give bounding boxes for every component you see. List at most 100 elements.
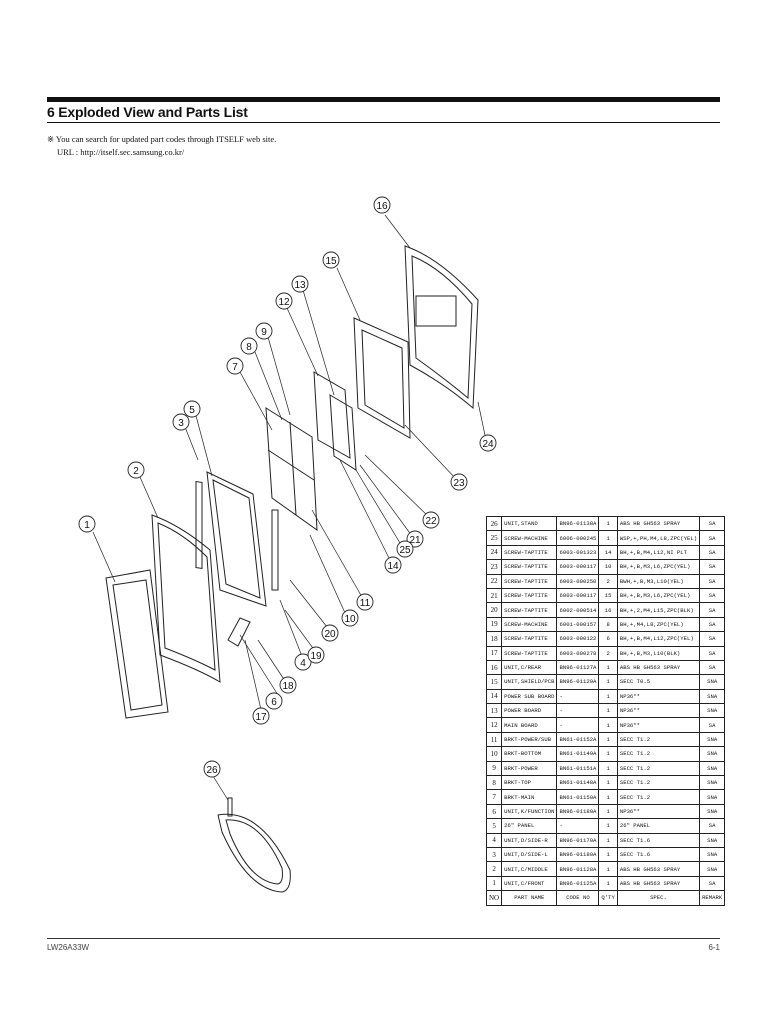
part-remark: SA — [699, 559, 726, 575]
callout-label: 24 — [482, 439, 494, 450]
part-no: 8 — [485, 775, 503, 791]
callout-label: 6 — [271, 697, 277, 708]
part-qty: 2 — [598, 573, 618, 589]
part-code: 6002-000514 — [556, 602, 600, 618]
part-rear-cover — [404, 245, 479, 410]
part-qty: 1 — [598, 875, 618, 892]
part-qty: 1 — [598, 846, 618, 863]
part-qty: 1 — [598, 515, 618, 532]
callout-23: 23 — [450, 473, 468, 491]
callout-label: 8 — [246, 342, 252, 353]
part-remark: SA — [699, 616, 726, 633]
part-no: 25 — [485, 530, 503, 546]
callout-12: 12 — [275, 292, 293, 310]
part-code: BN96-01127A — [556, 659, 600, 676]
part-name: MAIN BOARD — [501, 717, 558, 733]
part-code: - — [556, 688, 600, 705]
part-spec: ABS HB GH563 SPRAY — [616, 861, 701, 877]
part-spec: SECC T1.2 — [616, 760, 701, 777]
part-bracket-frame — [265, 407, 318, 532]
part-remark: SA — [699, 587, 726, 604]
part-no: 24 — [485, 544, 503, 561]
url-note: ※ You can search for updated part codes … — [47, 133, 276, 159]
part-code: BN61-01148A — [556, 775, 600, 791]
part-no: 26 — [485, 515, 503, 532]
part-code: BN96-01129A — [556, 674, 600, 690]
part-code: BN96-01138A — [556, 515, 600, 532]
callout-label: 13 — [294, 280, 306, 291]
part-spec: SECC T1.6 — [616, 846, 701, 863]
column-header: CODE NO — [556, 890, 600, 906]
part-no: 6 — [485, 803, 503, 820]
part-spec: NP36** — [616, 717, 701, 733]
part-spec: SECC T1.2 — [616, 789, 701, 805]
column-header: PART NAME — [501, 890, 558, 906]
part-spec: SECC T1.6 — [616, 832, 701, 848]
callout-label: 22 — [425, 516, 437, 527]
callout-18: 18 — [279, 676, 297, 694]
part-remark: SNA — [699, 832, 726, 848]
part-name: UNIT,C/MIDDLE — [501, 861, 558, 877]
section-title: 6 Exploded View and Parts List — [47, 104, 248, 120]
part-remark: SNA — [699, 703, 726, 719]
callout-label: 11 — [360, 598, 371, 609]
part-spec: SECC T1.2 — [616, 731, 701, 748]
callout-11: 11 — [356, 593, 374, 611]
part-side-brackets — [195, 480, 279, 591]
part-remark: SA — [699, 875, 726, 892]
callout-label: 2 — [133, 466, 139, 477]
part-no: 2 — [485, 861, 503, 877]
part-remark: SNA — [699, 803, 726, 820]
part-spec: NP36** — [616, 688, 701, 705]
callout-label: 20 — [324, 629, 336, 640]
callout-label: 26 — [206, 765, 218, 776]
callout-9: 9 — [255, 322, 273, 340]
part-qty: 1 — [598, 760, 618, 777]
part-spec: BH,+,B,M3,L10(BLK) — [616, 645, 701, 661]
part-remark: SA — [699, 515, 726, 532]
part-no: 18 — [485, 631, 503, 647]
part-spec: SECC T1.2 — [616, 775, 701, 791]
column-header: SPEC. — [616, 890, 701, 906]
part-code: BN61-01151A — [556, 760, 600, 777]
part-code: 6003-001323 — [556, 544, 600, 561]
part-code: 6003-000250 — [556, 573, 600, 589]
part-no: 12 — [485, 717, 503, 733]
part-name: BRKT-POWER/SUB — [501, 731, 558, 748]
part-qty: 10 — [598, 559, 618, 575]
callout-label: 7 — [232, 362, 238, 373]
callout-2: 2 — [127, 461, 145, 479]
callout-19: 19 — [307, 646, 325, 664]
callout-label: 25 — [399, 545, 411, 556]
part-spec: SECC T0.5 — [616, 674, 701, 690]
part-qty: 1 — [598, 818, 618, 834]
part-code: - — [556, 818, 600, 834]
part-no: 20 — [485, 602, 503, 618]
part-name: BRKT-BOTTOM — [501, 746, 558, 762]
callout-20: 20 — [321, 624, 339, 642]
part-panel — [206, 471, 267, 607]
callout-7: 7 — [226, 357, 244, 375]
part-qty: 1 — [598, 803, 618, 820]
part-remark: SNA — [699, 789, 726, 805]
part-code: 6003-000122 — [556, 631, 600, 647]
part-remark: SA — [699, 818, 726, 834]
part-name: SCREW-TAPTITE — [501, 559, 558, 575]
part-spec: SECC T1.2 — [616, 746, 701, 762]
part-qty: 1 — [598, 717, 618, 733]
callout-17: 17 — [252, 707, 270, 725]
part-qty: 1 — [598, 775, 618, 791]
callout-label: 15 — [325, 256, 337, 267]
